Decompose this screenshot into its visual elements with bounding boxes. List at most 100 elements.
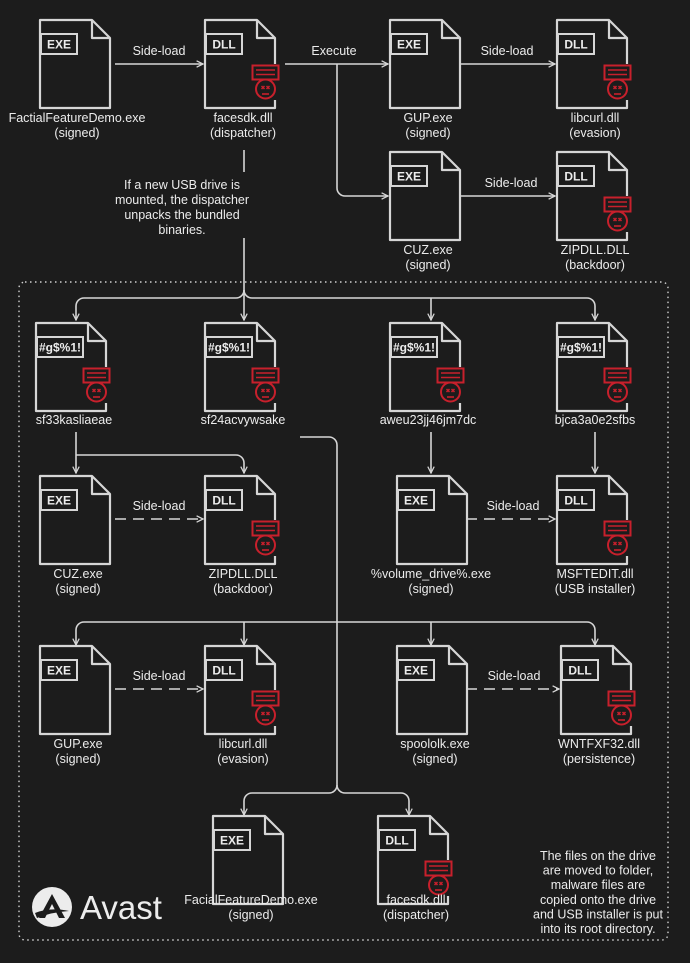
file-type-tag: [557, 165, 595, 187]
file-name-label: MSFTEDIT.dll: [556, 567, 633, 581]
file-fold: [86, 323, 106, 343]
edge-label-bg: [304, 43, 364, 59]
file-fold: [263, 816, 283, 836]
usb-note-line: mounted, the dispatcher: [115, 193, 249, 207]
malware-icon: [251, 367, 281, 403]
file-fold: [428, 816, 448, 836]
edge-label-e3: Side-load: [481, 44, 534, 58]
file-type-label: EXE: [404, 664, 428, 678]
file-node-n2: DLL: [203, 18, 281, 110]
file-name-label: ZIPDLL.DLL: [561, 243, 630, 257]
file-name-label: libcurl.dll: [571, 111, 620, 125]
file-node-n10: #g$%1!: [555, 321, 633, 413]
file-name-label: bjca3a0e2sfbs: [555, 413, 636, 427]
file-type-tag: [205, 33, 243, 55]
edge-label-e4: Side-load: [485, 176, 538, 190]
file-name-label: facesdk.dll: [386, 893, 445, 907]
edge-label-e1: Side-load: [133, 44, 186, 58]
file-fold: [440, 152, 460, 172]
file-fold: [611, 646, 631, 666]
file-name-label: (signed): [408, 582, 453, 596]
file-name-label: aweu23jj46jm7dc: [380, 413, 477, 427]
edge-label-bg: [470, 43, 544, 59]
file-type-label: DLL: [568, 664, 591, 678]
file-name-label: (signed): [55, 582, 100, 596]
files-note-line: and USB installer is put: [533, 907, 663, 921]
file-fold: [607, 20, 627, 40]
file-type-tag: [40, 489, 78, 511]
edge-trunk-spool: [337, 621, 595, 645]
malware-icon: [251, 64, 281, 100]
file-name-label: FacialFeatureDemo.exe: [184, 893, 317, 907]
file-name-label: (backdoor): [565, 258, 625, 272]
malware-icon: [82, 367, 112, 403]
file-node-n15: EXE: [38, 644, 112, 736]
malware-icon: [424, 860, 454, 896]
file-name-label: (dispatcher): [210, 126, 276, 140]
file-node-n3: EXE: [388, 18, 462, 110]
file-type-label: EXE: [47, 38, 71, 52]
file-name-label: sf24acvywsake: [201, 413, 286, 427]
file-type-label: EXE: [220, 834, 244, 848]
file-type-tag: [397, 489, 435, 511]
file-name-label: FactialFeatureDemo.exe: [9, 111, 146, 125]
malware-icon: [603, 64, 633, 100]
usb-note-line: If a new USB drive is: [124, 178, 240, 192]
edge-label-bg: [476, 498, 550, 514]
file-name-label: CUZ.exe: [403, 243, 452, 257]
file-type-tag: [561, 659, 599, 681]
file-fold: [90, 476, 110, 496]
file-name-label: (signed): [412, 752, 457, 766]
file-node-n7: #g$%1!: [34, 321, 112, 413]
malware-icon: [436, 367, 466, 403]
file-type-tag: [40, 659, 78, 681]
file-type-label: EXE: [397, 170, 421, 184]
file-type-label: DLL: [212, 38, 235, 52]
file-type-label: DLL: [564, 170, 587, 184]
file-fold: [447, 476, 467, 496]
file-name-label: sf33kasliaeae: [36, 413, 112, 427]
edge-trunk-facesdk: [336, 784, 409, 815]
file-name-label: GUP.exe: [403, 111, 452, 125]
edge-trunk-ffd: [244, 784, 338, 815]
file-type-tag: [390, 33, 428, 55]
edge-split: [76, 289, 245, 320]
malware-icon: [603, 520, 633, 556]
file-type-label: DLL: [385, 834, 408, 848]
file-type-label: DLL: [212, 664, 235, 678]
connectors: [76, 64, 595, 815]
files-note-line: malware files are: [551, 878, 646, 892]
avast-logo-text: Avast: [80, 889, 162, 926]
file-name-label: WNTFXF32.dll: [558, 737, 640, 751]
file-fold: [607, 476, 627, 496]
file-type-label: #g$%1!: [560, 341, 602, 355]
file-fold: [440, 20, 460, 40]
file-name-label: (backdoor): [213, 582, 273, 596]
avast-logo: Avast: [32, 887, 162, 927]
usb-drive-boundary: [18, 281, 669, 941]
file-node-n12: DLL: [203, 474, 281, 566]
edge-label-e7: Side-load: [133, 669, 186, 683]
file-type-tag: [390, 336, 438, 358]
file-node-n20: DLL: [376, 814, 454, 906]
file-type-label: #g$%1!: [208, 341, 250, 355]
file-name-label: (evasion): [569, 126, 620, 140]
file-name-label: CUZ.exe: [53, 567, 102, 581]
file-node-n5: EXE: [388, 150, 462, 242]
file-type-label: EXE: [404, 494, 428, 508]
file-type-tag: [390, 165, 428, 187]
edge-label-bg: [122, 498, 196, 514]
file-fold: [90, 646, 110, 666]
edge-label-bg: [122, 43, 196, 59]
malware-icon: [251, 520, 281, 556]
edge-sf24-trunk: [300, 436, 338, 785]
file-type-label: EXE: [47, 664, 71, 678]
edge-split-2: [243, 289, 595, 320]
file-type-tag: [213, 829, 251, 851]
file-nodes: EXE FactialFeatureDemo.exe (signed) DLL face…: [9, 18, 640, 922]
file-type-tag: [397, 659, 435, 681]
